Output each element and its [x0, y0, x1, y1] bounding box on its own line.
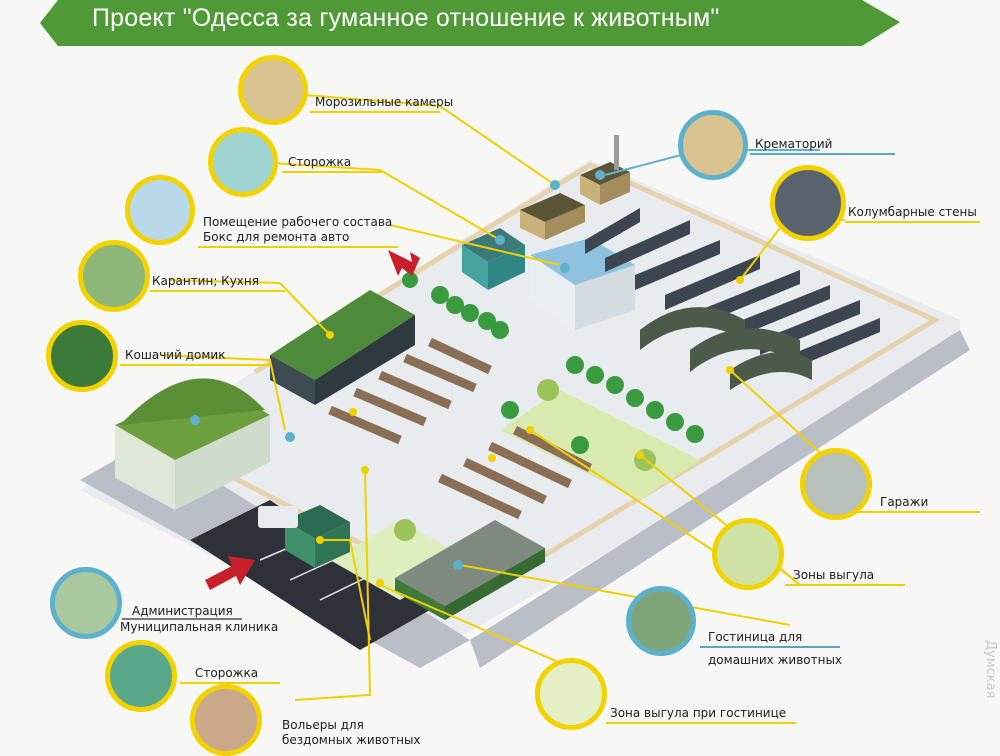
car-icon [742, 398, 768, 414]
quarantine-building [270, 290, 415, 405]
garages-thumbnail [800, 448, 872, 520]
label-car-repair: Бокс для ремонта авто [203, 230, 350, 244]
crematorium-thumbnail [678, 110, 748, 180]
walk-zone-grass [500, 390, 700, 500]
tree-row [402, 272, 704, 454]
freezer-building [520, 193, 585, 240]
page-title: Проект "Одесса за гуманное отношение к ж… [92, 4, 720, 32]
columbarium-thumbnail [770, 165, 846, 241]
quarantine-thumbnail [78, 240, 150, 312]
label-hotel: Гостиница для [708, 630, 803, 644]
label-columbarium: Колумбарные стены [848, 205, 977, 219]
label-enclosures: Вольеры для [282, 718, 364, 732]
label-cat-house: Кошачий домик [125, 348, 226, 362]
watermark: Думская [983, 640, 998, 699]
label-garages: Гаражи [880, 495, 929, 509]
crematorium-building [580, 135, 630, 205]
title-banner [40, 0, 900, 46]
label-quarantine: Карантин; Кухня [152, 274, 259, 288]
guard-thumbnail-1 [208, 127, 278, 197]
car-icon [655, 358, 681, 374]
hotel-walk-thumbnail [535, 658, 607, 730]
guard-house-1 [462, 228, 525, 290]
label-freezer: Морозильные камеры [315, 95, 454, 109]
pet-hotel-building [395, 520, 545, 620]
arrow-entrance-icon [205, 556, 255, 590]
columbarium-walls [585, 208, 880, 370]
label-crematorium: Крематорий [755, 137, 833, 151]
guard-thumbnail-2 [105, 640, 177, 712]
walk-zones-thumbnail [712, 518, 784, 590]
label-clinic: Муниципальная клиника [120, 620, 279, 634]
arrow-entrance-icon [388, 250, 420, 276]
enclosures-north [328, 337, 492, 445]
staff-thumbnail [125, 175, 195, 245]
road-right [470, 330, 970, 668]
hotel-thumbnail [626, 586, 696, 656]
parking-lot [190, 500, 430, 650]
guard-house-2 [285, 505, 350, 568]
staff-building [530, 238, 635, 330]
label-guard-1: Сторожка [288, 155, 352, 169]
label-staff-room: Помещение рабочего состава [203, 215, 393, 229]
car-icon [258, 506, 298, 528]
label-hotel-walk: Зона выгула при гостинице [610, 706, 787, 720]
enclosures-thumbnail [190, 684, 262, 756]
label-walk-zones: Зоны выгула [793, 568, 875, 582]
label-enclosures-2: бездомных животных [282, 733, 421, 747]
label-guard-2: Сторожка [195, 666, 259, 680]
cat-house-thumbnail [46, 320, 118, 392]
tree-icon [537, 379, 559, 401]
freezer-thumbnail [238, 55, 308, 125]
label-hotel-2: домашних животных [708, 653, 843, 667]
label-admin: Администрация [132, 604, 233, 618]
garages [640, 307, 812, 390]
admin-thumbnail [50, 567, 122, 639]
